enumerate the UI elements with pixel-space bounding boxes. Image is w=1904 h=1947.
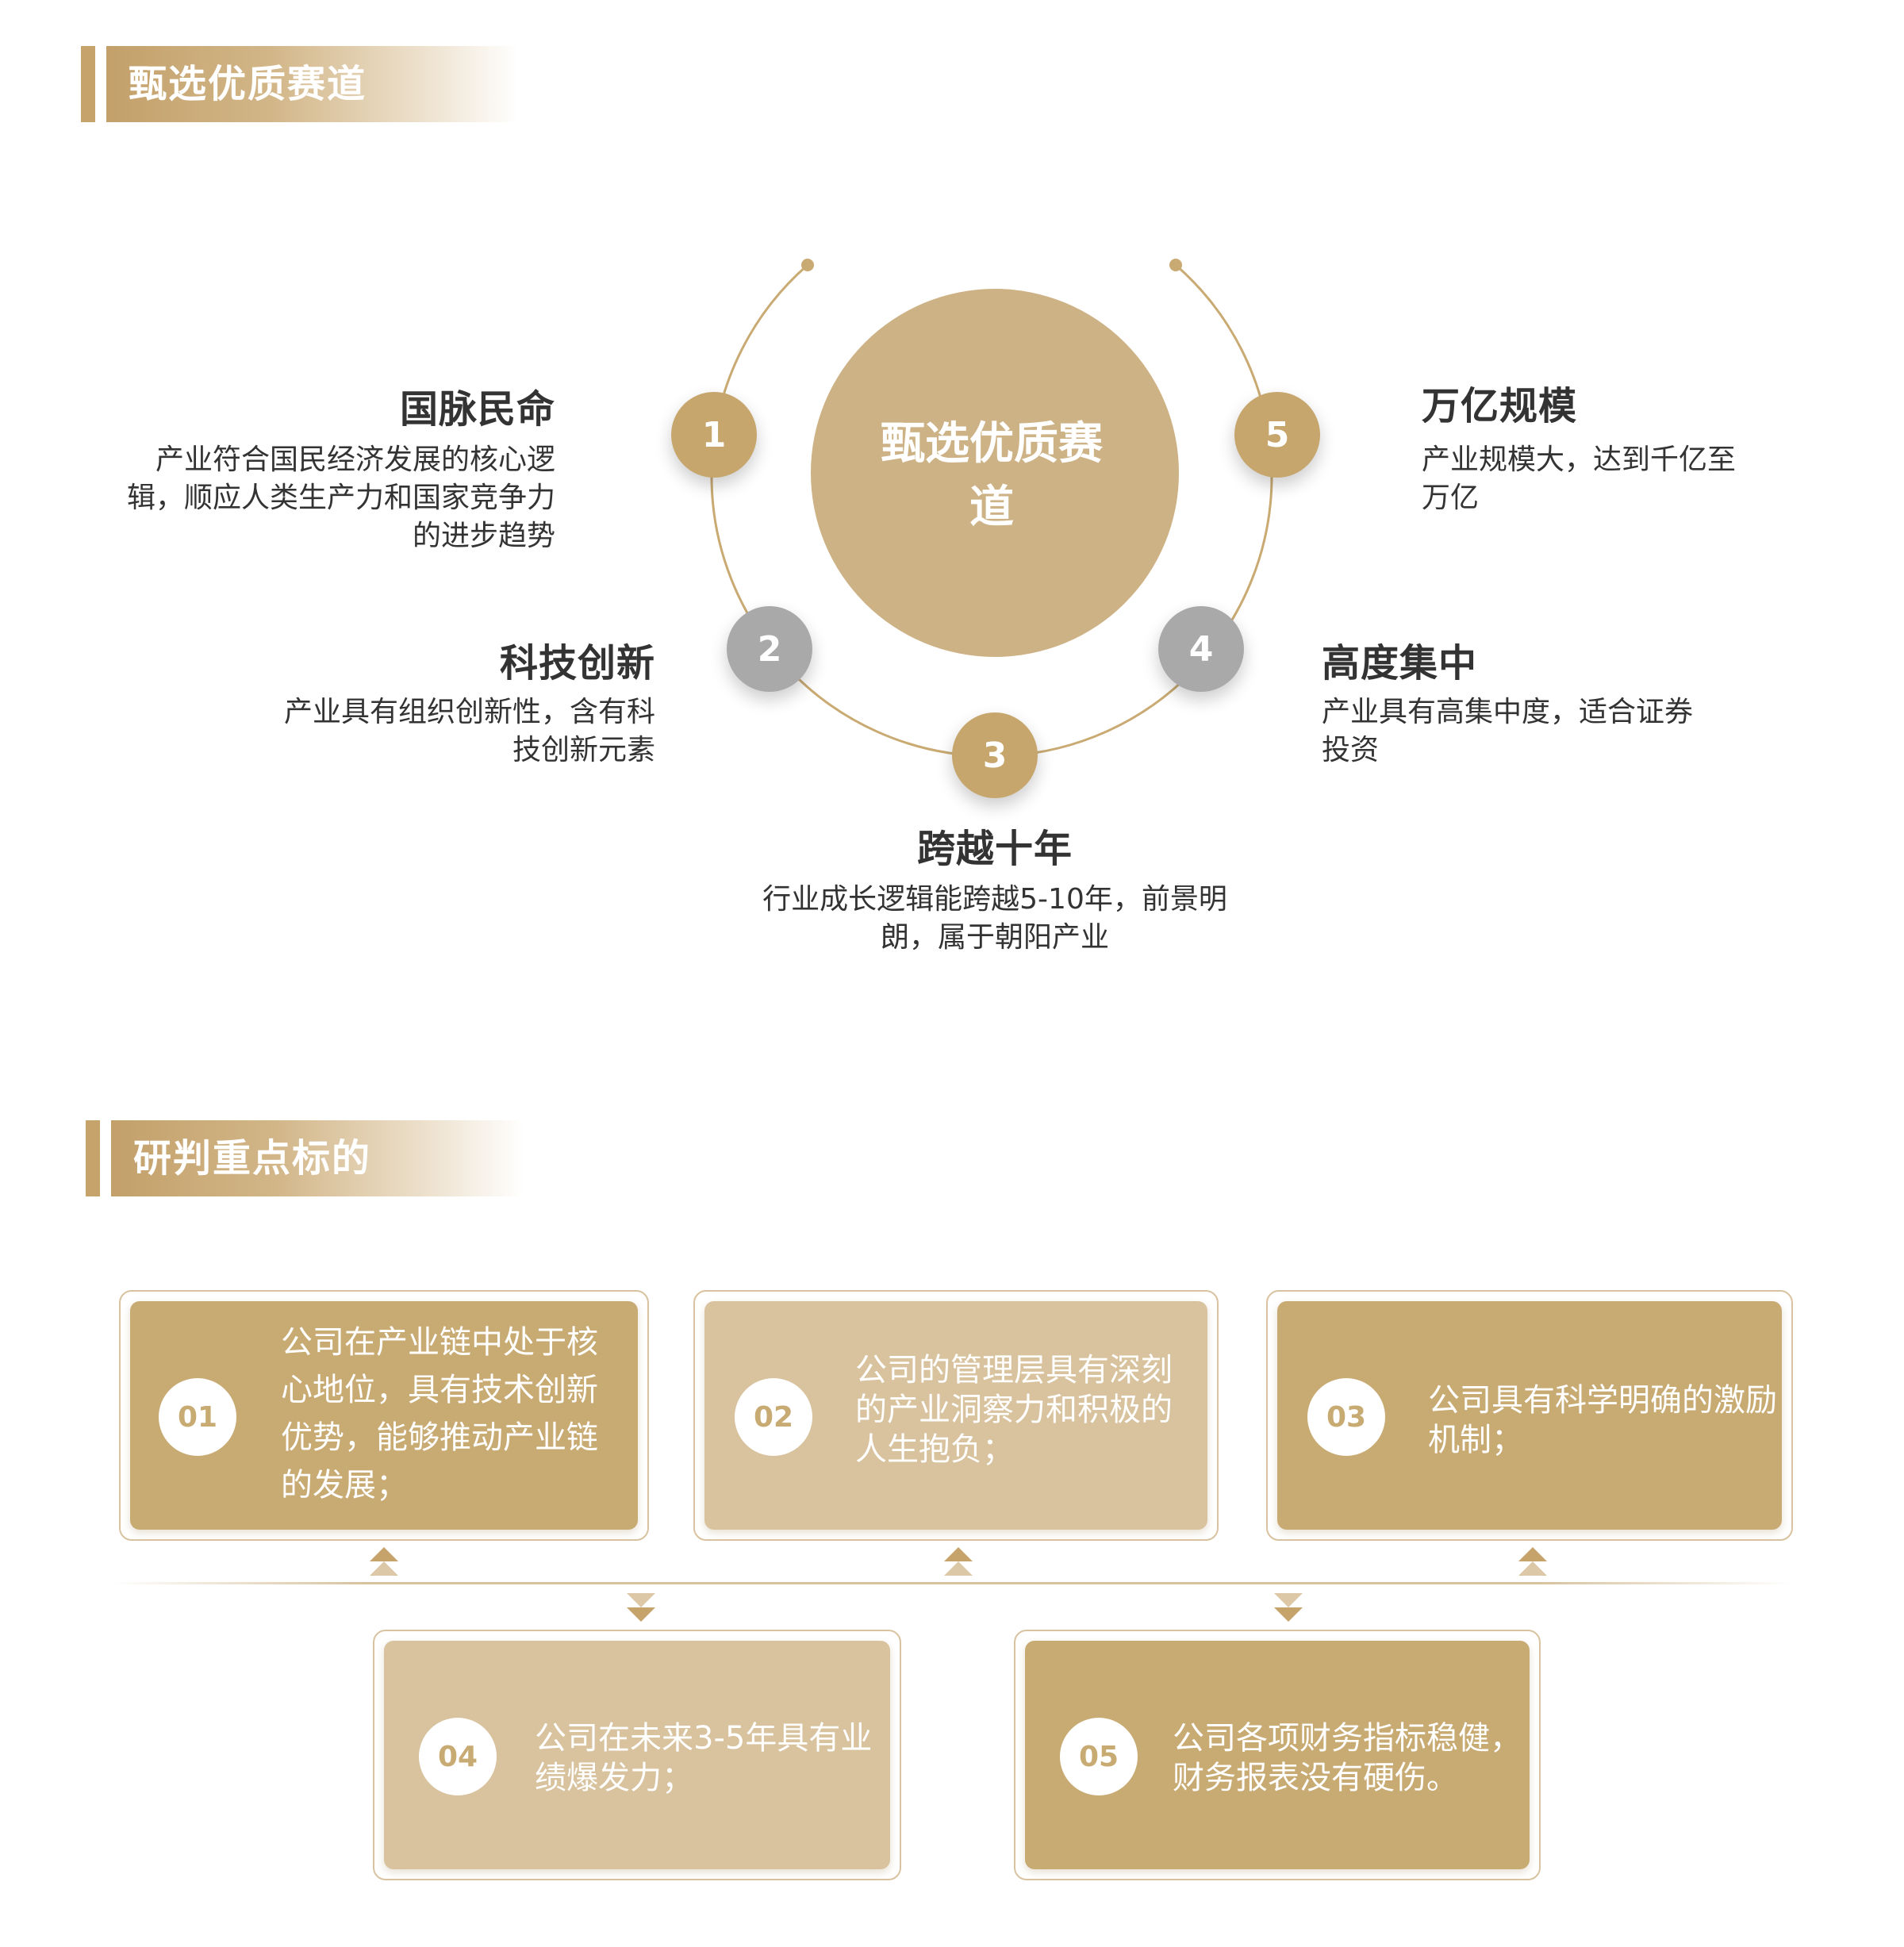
point-2-title: 科技创新 — [499, 641, 655, 685]
target-number-badge: 05 — [1060, 1718, 1138, 1795]
point-5-description: 产业规模大，达到千亿至万亿 — [1422, 444, 1737, 514]
target-number-badge: 03 — [1307, 1378, 1385, 1456]
arrow-down-icon — [1274, 1607, 1303, 1622]
node-4: 4 — [1158, 606, 1244, 692]
target-card-panel: 01 公司在产业链中处于核心地位，具有技术创新优势，能够推动产业链的发展； — [130, 1301, 638, 1530]
arrow-up-icon — [1518, 1547, 1547, 1561]
node-1: 1 — [671, 392, 757, 478]
section-title-track: 甄选优质赛道 — [129, 62, 367, 106]
target-card-01: 01 公司在产业链中处于核心地位，具有技术创新优势，能够推动产业链的发展； — [119, 1290, 649, 1541]
arrow-up-icon — [944, 1561, 973, 1576]
node-5: 5 — [1234, 392, 1320, 478]
timeline-divider — [111, 1582, 1793, 1584]
node-3: 3 — [952, 712, 1038, 798]
target-text: 公司的管理层具有深刻的产业洞察力和积极的人生抱负； — [855, 1352, 1173, 1468]
target-card-panel: 03 公司具有科学明确的激励机制； — [1277, 1301, 1782, 1530]
center-circle — [811, 289, 1179, 657]
point-1-title: 国脉民命 — [399, 387, 555, 432]
section-header-accent — [86, 1120, 100, 1196]
arrow-up-icon — [1518, 1561, 1547, 1576]
center-label: 甄选优质赛道 — [881, 418, 1103, 533]
point-1-description: 产业符合国民经济发展的核心逻辑，顺应人类生产力和国家竞争力的进步趋势 — [127, 444, 556, 552]
point-3-title: 跨越十年 — [916, 827, 1073, 871]
arrow-down-icon — [1274, 1593, 1303, 1607]
target-card-05: 05 公司各项财务指标稳健，财务报表没有硬伤。 — [1014, 1630, 1541, 1880]
target-card-panel: 05 公司各项财务指标稳健，财务报表没有硬伤。 — [1025, 1641, 1530, 1869]
target-card-panel: 04 公司在未来3-5年具有业绩爆发力； — [384, 1641, 890, 1869]
point-3-description: 行业成长逻辑能跨越5-10年，前景明朗，属于朝阳产业 — [762, 883, 1227, 954]
node-2: 2 — [727, 606, 812, 692]
target-card-02: 02 公司的管理层具有深刻的产业洞察力和积极的人生抱负； — [693, 1290, 1219, 1541]
arrow-down-icon — [627, 1593, 655, 1607]
arrow-up-icon — [370, 1547, 398, 1561]
target-number-badge: 01 — [159, 1378, 236, 1456]
section-header-accent — [81, 46, 95, 122]
arrow-up-icon — [944, 1547, 973, 1561]
point-2-description: 产业具有组织创新性，含有科技创新元素 — [283, 696, 655, 766]
target-number-badge: 02 — [735, 1378, 812, 1456]
target-card-03: 03 公司具有科学明确的激励机制； — [1266, 1290, 1793, 1541]
target-text: 公司在未来3-5年具有业绩爆发力； — [535, 1720, 873, 1796]
orbit-end-dot-left — [801, 259, 814, 271]
target-number-badge: 04 — [419, 1718, 497, 1795]
arrow-down-icon — [627, 1607, 655, 1622]
section-title-targets: 研判重点标的 — [133, 1136, 372, 1181]
section-header-band — [106, 46, 519, 122]
target-card-panel: 02 公司的管理层具有深刻的产业洞察力和积极的人生抱负； — [704, 1301, 1207, 1530]
arrow-up-icon — [370, 1561, 398, 1576]
section-header-band — [111, 1120, 524, 1196]
target-text: 公司具有科学明确的激励机制； — [1428, 1382, 1777, 1458]
target-card-04: 04 公司在未来3-5年具有业绩爆发力； — [373, 1630, 901, 1880]
point-4-description: 产业具有高集中度，适合证券投资 — [1322, 696, 1694, 766]
target-text: 公司各项财务指标稳健，财务报表没有硬伤。 — [1173, 1720, 1522, 1796]
target-text: 公司在产业链中处于核心地位，具有技术创新优势，能够推动产业链的发展； — [281, 1324, 598, 1503]
point-4-title: 高度集中 — [1322, 641, 1478, 685]
orbit-end-dot-right — [1169, 259, 1182, 271]
point-5-title: 万亿规模 — [1422, 384, 1578, 428]
